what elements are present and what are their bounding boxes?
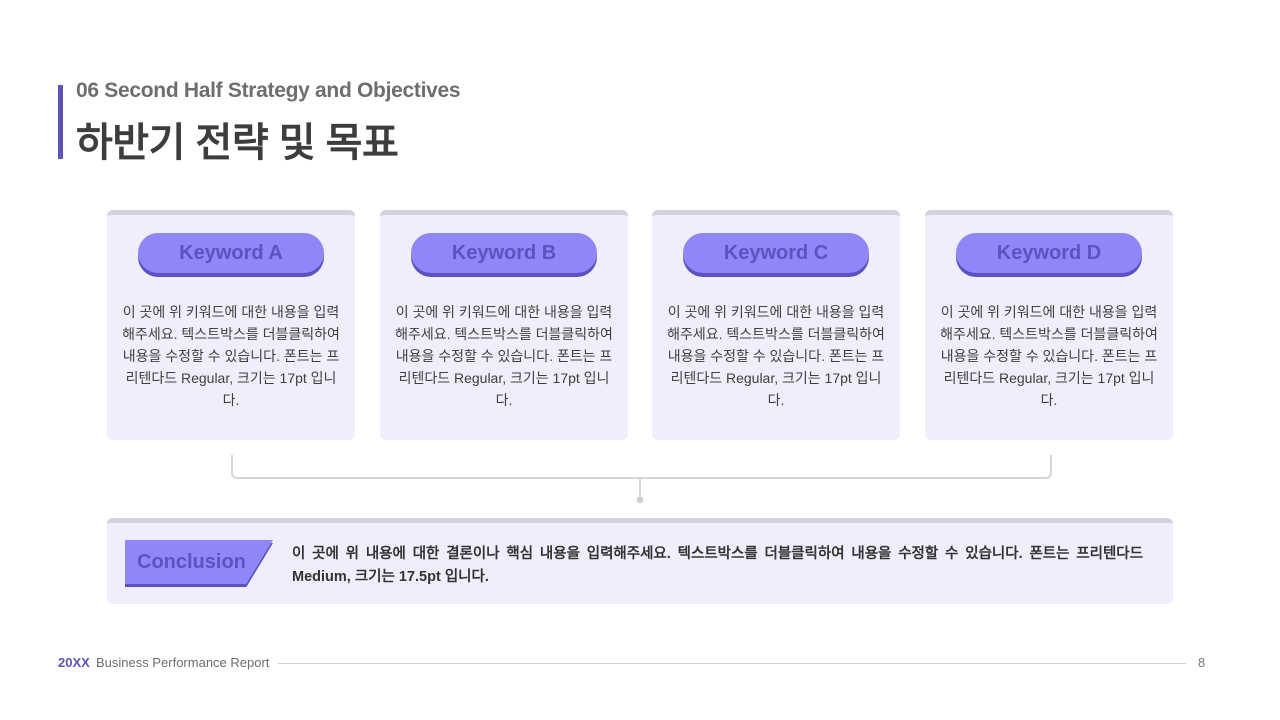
keyword-pill: Keyword B (411, 233, 597, 273)
keyword-card-b[interactable]: Keyword B 이 곳에 위 키워드에 대한 내용을 입력해주세요. 텍스트… (380, 210, 628, 440)
keyword-card-a[interactable]: Keyword A 이 곳에 위 키워드에 대한 내용을 입력해주세요. 텍스트… (107, 210, 355, 440)
footer-title: Business Performance Report (96, 655, 270, 670)
conclusion-box[interactable]: Conclusion 이 곳에 위 내용에 대한 결론이나 핵심 내용을 입력해… (107, 518, 1173, 604)
keyword-pill: Keyword C (683, 233, 869, 273)
connector-dot (637, 497, 643, 503)
bracket-connector (231, 455, 1052, 479)
footer-brand: 20XX (58, 655, 90, 670)
page-subtitle: 06 Second Half Strategy and Objectives (76, 79, 461, 102)
keyword-description: 이 곳에 위 키워드에 대한 내용을 입력해주세요. 텍스트박스를 더블클릭하여… (940, 304, 1158, 408)
conclusion-text: 이 곳에 위 내용에 대한 결론이나 핵심 내용을 입력해주세요. 텍스트박스를… (292, 546, 1143, 585)
keyword-pill: Keyword D (956, 233, 1142, 273)
keyword-card-c[interactable]: Keyword C 이 곳에 위 키워드에 대한 내용을 입력해주세요. 텍스트… (652, 210, 900, 440)
conclusion-tag: Conclusion (125, 540, 273, 584)
connector-stem (639, 478, 641, 500)
keyword-pill: Keyword A (138, 233, 324, 273)
title-accent-bar (58, 85, 63, 159)
keyword-description: 이 곳에 위 키워드에 대한 내용을 입력해주세요. 텍스트박스를 더블클릭하여… (395, 304, 613, 408)
page-title: 하반기 전략 및 목표 (76, 121, 399, 165)
page-number: 8 (1198, 655, 1206, 670)
keyword-description: 이 곳에 위 키워드에 대한 내용을 입력해주세요. 텍스트박스를 더블클릭하여… (122, 304, 340, 408)
keyword-description: 이 곳에 위 키워드에 대한 내용을 입력해주세요. 텍스트박스를 더블클릭하여… (667, 304, 885, 408)
footer-divider (278, 663, 1186, 664)
keyword-card-d[interactable]: Keyword D 이 곳에 위 키워드에 대한 내용을 입력해주세요. 텍스트… (925, 210, 1173, 440)
